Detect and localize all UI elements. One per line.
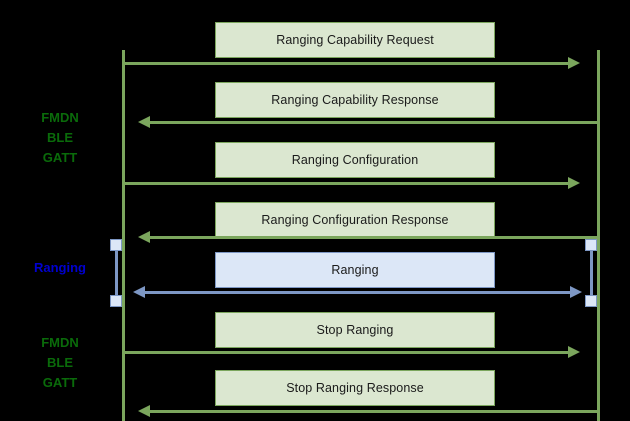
message-label: Ranging Configuration — [291, 153, 419, 167]
phase-label-line: GATT — [42, 375, 78, 390]
activation-right-bottom — [585, 295, 597, 307]
message-box-stop-ranging-response: Stop Ranging Response — [215, 370, 495, 406]
message-box-ranging-configuration-response: Ranging Configuration Response — [215, 202, 495, 238]
left-lifeline-upper — [122, 50, 125, 245]
message-label: Ranging — [331, 263, 379, 277]
phase-label-line: BLE — [47, 355, 73, 370]
message-label: Stop Ranging — [316, 323, 394, 337]
phase-label-fmdn-ble-gatt-bottom: FMDN BLE GATT — [10, 333, 110, 393]
message-arrow-line-6 — [125, 351, 573, 354]
message-arrow-line-3 — [125, 182, 573, 185]
activation-left-bottom — [110, 295, 122, 307]
arrow-head-right-1 — [568, 57, 580, 69]
activation-right-top — [585, 239, 597, 251]
right-lifeline-lower — [597, 245, 600, 421]
phase-label-fmdn-ble-gatt-top: FMDN BLE GATT — [10, 108, 110, 168]
message-label: Ranging Capability Request — [276, 33, 434, 47]
message-box-ranging-capability-response: Ranging Capability Response — [215, 82, 495, 118]
arrow-head-left-4 — [138, 231, 150, 243]
phase-label-line: FMDN — [41, 335, 79, 350]
phase-label-ranging: Ranging — [10, 258, 110, 278]
message-box-ranging: Ranging — [215, 252, 495, 288]
arrow-head-right-5 — [570, 286, 582, 298]
phase-label-line: Ranging — [34, 260, 86, 275]
right-lifeline-ranging-segment — [590, 245, 593, 301]
message-label: Ranging Configuration Response — [261, 213, 449, 227]
phase-label-line: BLE — [47, 130, 73, 145]
arrow-head-left-5 — [133, 286, 145, 298]
left-lifeline-lower — [122, 245, 125, 421]
arrow-head-right-3 — [568, 177, 580, 189]
message-label: Stop Ranging Response — [286, 381, 424, 395]
activation-left-top — [110, 239, 122, 251]
message-arrow-line-4 — [150, 236, 597, 239]
message-box-stop-ranging: Stop Ranging — [215, 312, 495, 348]
message-box-ranging-capability-request: Ranging Capability Request — [215, 22, 495, 58]
message-arrow-line-1 — [125, 62, 573, 65]
arrow-head-left-2 — [138, 116, 150, 128]
phase-label-line: GATT — [42, 150, 78, 165]
message-arrow-line-7 — [150, 410, 597, 413]
message-arrow-line-5 — [145, 291, 575, 294]
right-lifeline-upper — [597, 50, 600, 245]
message-box-ranging-configuration: Ranging Configuration — [215, 142, 495, 178]
message-label: Ranging Capability Response — [271, 93, 439, 107]
arrow-head-left-7 — [138, 405, 150, 417]
left-lifeline-ranging-segment — [115, 245, 118, 301]
phase-label-line: FMDN — [41, 110, 79, 125]
message-arrow-line-2 — [150, 121, 597, 124]
arrow-head-right-6 — [568, 346, 580, 358]
